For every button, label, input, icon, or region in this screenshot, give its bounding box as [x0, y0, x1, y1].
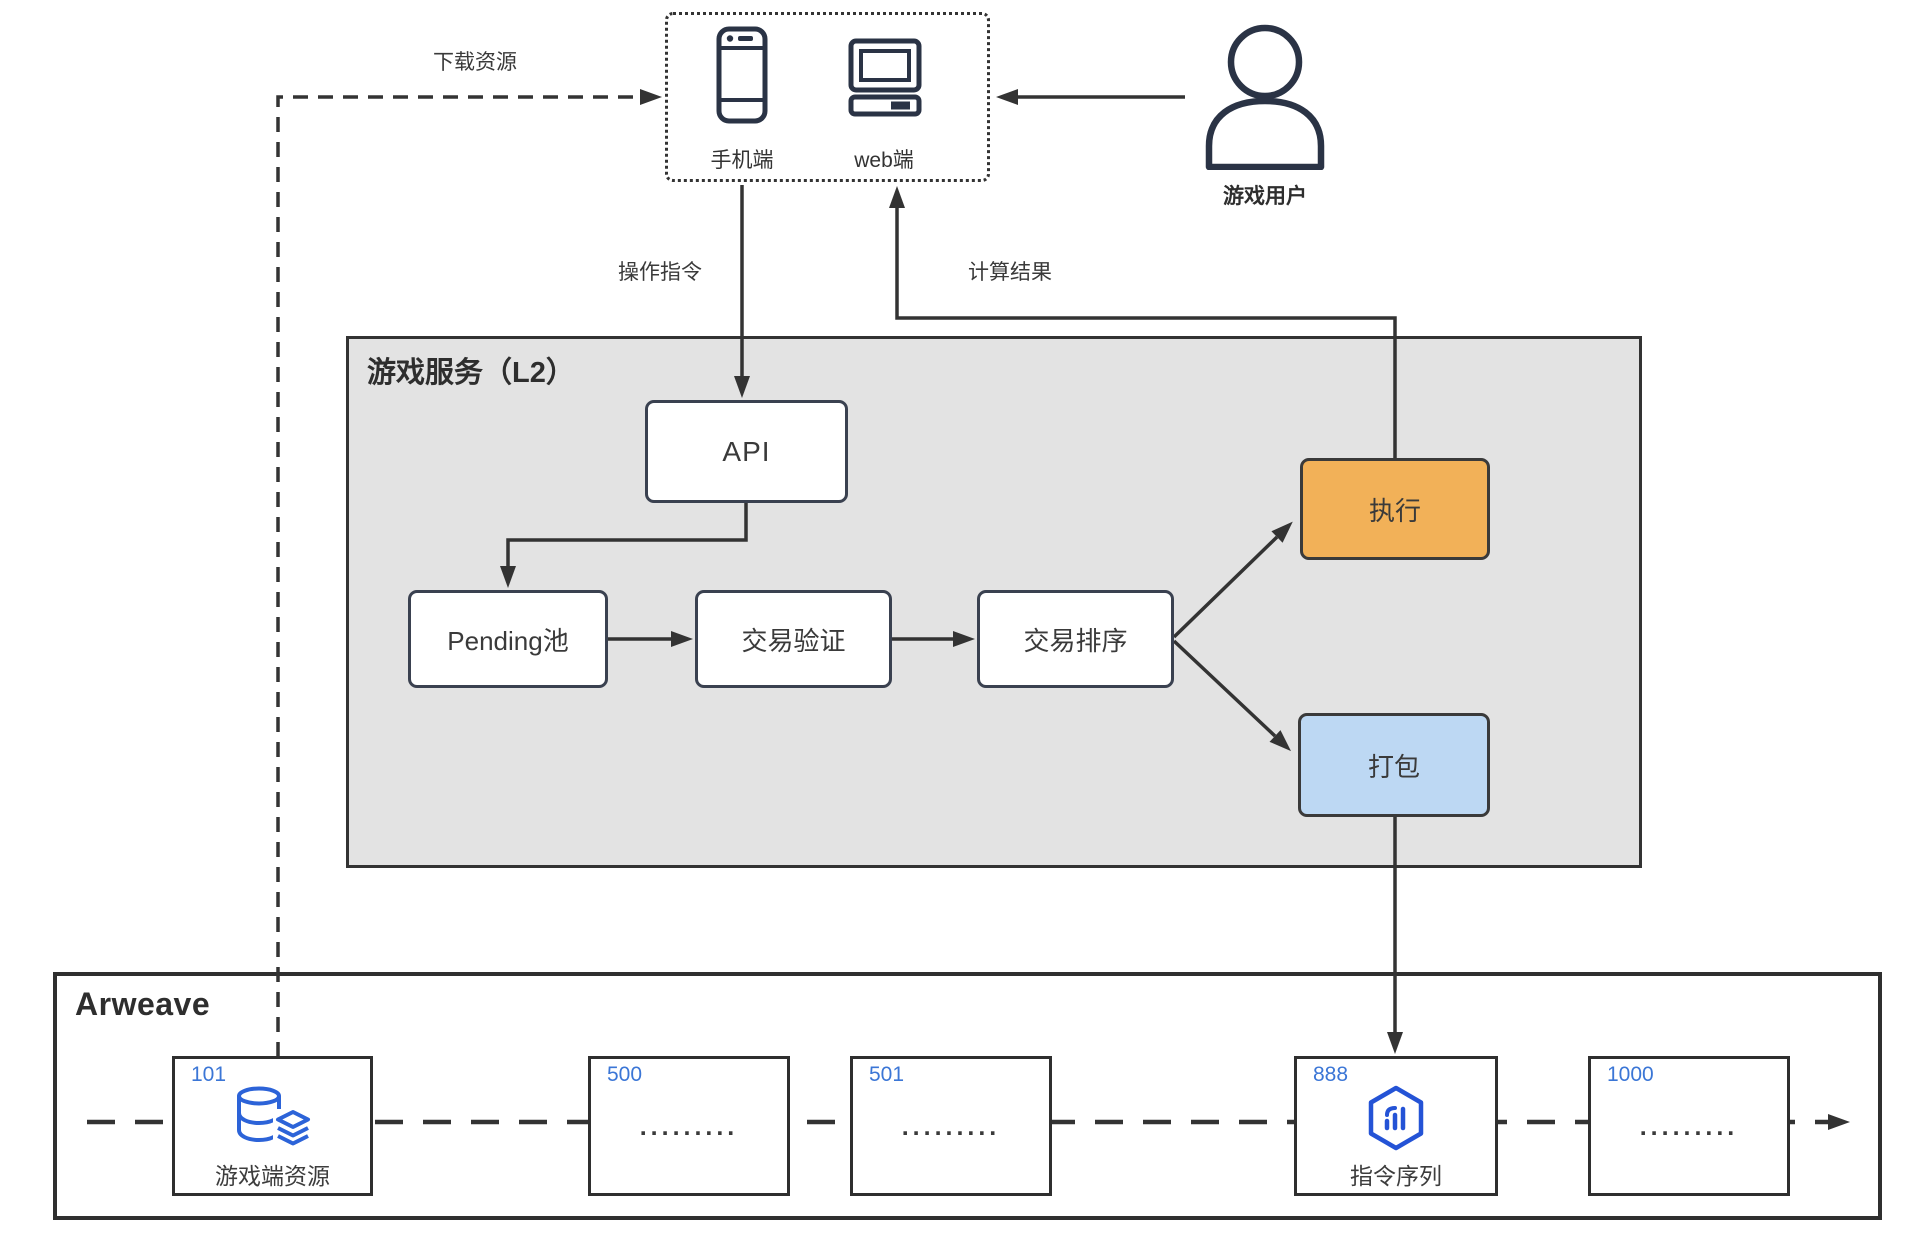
arweave-block-501: 501 .........: [850, 1056, 1052, 1196]
block-ellipsis: .........: [639, 1113, 739, 1141]
smartphone-icon: [716, 26, 768, 124]
arweave-panel-title: Arweave: [75, 986, 211, 1022]
arweave-block-1000: 1000 .........: [1588, 1056, 1790, 1196]
hexagon-sequence-icon: [1368, 1085, 1424, 1151]
execute-label: 执行: [1368, 495, 1421, 526]
block-ellipsis: .........: [901, 1113, 1001, 1141]
download-resources-label: 下载资源: [433, 51, 517, 74]
block-number: 888: [1313, 1063, 1349, 1086]
web-client-label: web端: [854, 149, 914, 172]
arweave-block-101: 101 游戏端资源: [172, 1056, 373, 1196]
tx-verify-label: 交易验证: [741, 625, 846, 656]
user-icon: [1205, 24, 1325, 170]
block-number: 101: [191, 1063, 227, 1086]
block-label: 指令序列: [1350, 1163, 1442, 1189]
tx-verify-node: 交易验证: [695, 590, 892, 688]
tx-order-node: 交易排序: [977, 590, 1174, 688]
tx-order-label: 交易排序: [1023, 625, 1128, 656]
arweave-block-500: 500 .........: [588, 1056, 790, 1196]
pack-node: 打包: [1298, 713, 1490, 817]
api-node: API: [645, 400, 848, 503]
desktop-computer-icon: [848, 38, 922, 117]
database-icon: [236, 1086, 313, 1147]
pack-label: 打包: [1367, 751, 1420, 782]
mobile-client-label: 手机端: [710, 149, 774, 172]
block-ellipsis: .........: [1639, 1113, 1739, 1141]
block-label: 游戏端资源: [215, 1163, 330, 1189]
api-node-label: API: [722, 435, 771, 467]
computation-result-label: 计算结果: [968, 261, 1052, 284]
block-number: 501: [869, 1063, 905, 1086]
pending-pool-node: Pending池: [408, 590, 608, 688]
l2-panel-title: 游戏服务（L2）: [367, 357, 575, 389]
operation-command-label: 操作指令: [618, 261, 702, 284]
arweave-block-888: 888 指令序列: [1294, 1056, 1498, 1196]
pending-pool-label: Pending池: [447, 625, 569, 656]
block-number: 1000: [1607, 1063, 1654, 1086]
game-user-label: 游戏用户: [1223, 185, 1307, 208]
execute-node: 执行: [1300, 458, 1490, 560]
block-number: 500: [607, 1063, 643, 1086]
